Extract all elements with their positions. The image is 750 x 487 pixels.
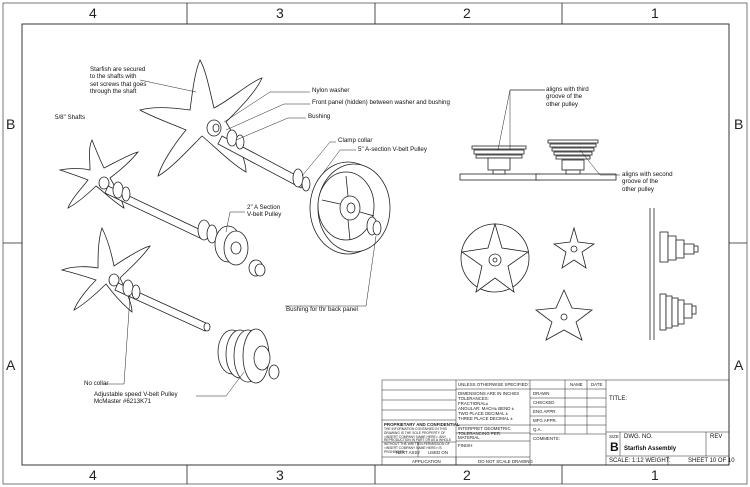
dwg-no-label: DWG. NO. <box>624 434 653 440</box>
starfish-lower <box>60 226 151 313</box>
callout-starfish: Starfish are secured to the shafts with … <box>90 66 147 96</box>
callout-clamp-collar: Clamp collar <box>338 137 373 144</box>
used-on-label: USED ON <box>428 450 449 455</box>
starfish-front-small-bottom <box>534 289 594 341</box>
title-label: TITLE: <box>609 396 628 402</box>
callout-nylon-washer: Nylon washer <box>312 87 350 94</box>
proprietary-title: PROPRIETARY AND CONFIDENTIAL <box>384 422 460 427</box>
rev-label: REV <box>710 434 723 440</box>
zone-right-b: B <box>734 116 744 132</box>
name-header: NAME <box>570 382 583 387</box>
scale-label: SCALE: 1:12 WEIGHT: <box>609 458 671 464</box>
material-label: MATERIAL <box>458 435 480 440</box>
zone-right-a: A <box>734 357 744 373</box>
next-assy-label: NEXT ASSY <box>396 450 421 455</box>
leader-lines <box>105 79 620 397</box>
do-not-scale-label: DO NOT SCALE DRAWING <box>478 459 533 464</box>
side-view-left <box>459 145 541 181</box>
zone-left-a: A <box>6 357 16 373</box>
zone-bottom-3: 3 <box>276 467 284 483</box>
title-block-lines <box>381 379 730 466</box>
dimensions-note: DIMENSIONS ARE IN INCHES TOLERANCES: FRA… <box>458 391 520 421</box>
pulley-2in <box>214 225 266 277</box>
starfish-top <box>139 59 263 177</box>
checked-label: CHECKED <box>533 400 555 405</box>
comments-label: COMMENTS: <box>533 436 560 441</box>
side-elevation <box>649 208 699 340</box>
eng-appr-label: ENG APPR. <box>533 409 557 414</box>
top-shaft <box>217 129 311 192</box>
callout-front-panel: Front panel (hidden) between washer and … <box>312 99 450 106</box>
zone-bottom-2: 2 <box>463 467 471 483</box>
zone-bottom-1: 1 <box>651 467 659 483</box>
callout-shafts: 5/8" Shafts <box>55 114 86 121</box>
tolerance-header: UNLESS OTHERWISE SPECIFIED: <box>458 382 529 387</box>
date-header: DATE <box>591 382 603 387</box>
starfish-front-large <box>460 222 530 293</box>
qa-label: Q.A. <box>533 427 542 432</box>
zone-top-2: 2 <box>463 5 471 21</box>
size-label: SIZE <box>609 434 619 439</box>
callout-aligns-second: aligns with second groove of the other p… <box>622 171 673 193</box>
starfish-middle <box>58 139 140 209</box>
middle-shaft <box>104 181 218 244</box>
starfish-front-small-top <box>552 226 596 269</box>
drawn-label: DRAWN <box>533 391 550 396</box>
lower-shaft <box>114 279 211 332</box>
bushing-back <box>366 216 382 236</box>
zone-top-3: 3 <box>276 5 284 21</box>
pulley-5in <box>309 161 391 255</box>
geometric-note: INTERPRET GEOMETRIC TOLERANCING PER: <box>458 426 511 436</box>
zone-left-b: B <box>6 116 16 132</box>
finish-label: FINISH <box>458 443 473 448</box>
callout-no-collar: No collar <box>84 380 109 387</box>
callout-pulley-5in: 5" A-section V-belt Pulley <box>358 146 427 153</box>
callout-bushing-back: Bushing for thr back panel <box>286 306 358 313</box>
callout-pulley-2in: 2" A Section V-belt Pulley <box>247 204 282 219</box>
proprietary-text: THE INFORMATION CONTAINED IN THIS DRAWIN… <box>384 427 452 454</box>
zone-top-4: 4 <box>89 5 97 21</box>
side-view-right <box>535 139 617 181</box>
size-value: B <box>610 440 619 454</box>
application-label: APPLICATION <box>412 459 441 464</box>
inner-border <box>21 23 730 466</box>
sheet-label: SHEET 10 OF 10 <box>688 458 735 464</box>
callout-aligns-third: aligns with third groove of the other pu… <box>546 86 589 108</box>
mfg-appr-label: MFG APPR. <box>533 418 557 423</box>
callout-bushing: Bushing <box>308 113 331 120</box>
zone-bottom-4: 4 <box>89 467 97 483</box>
zone-top-1: 1 <box>651 5 659 21</box>
callout-adjustable: Adjustable speed V-belt Pulley McMaster … <box>94 391 178 406</box>
drawing-title: Starfish Assembly <box>624 446 677 452</box>
pulley-adjustable <box>217 328 280 384</box>
